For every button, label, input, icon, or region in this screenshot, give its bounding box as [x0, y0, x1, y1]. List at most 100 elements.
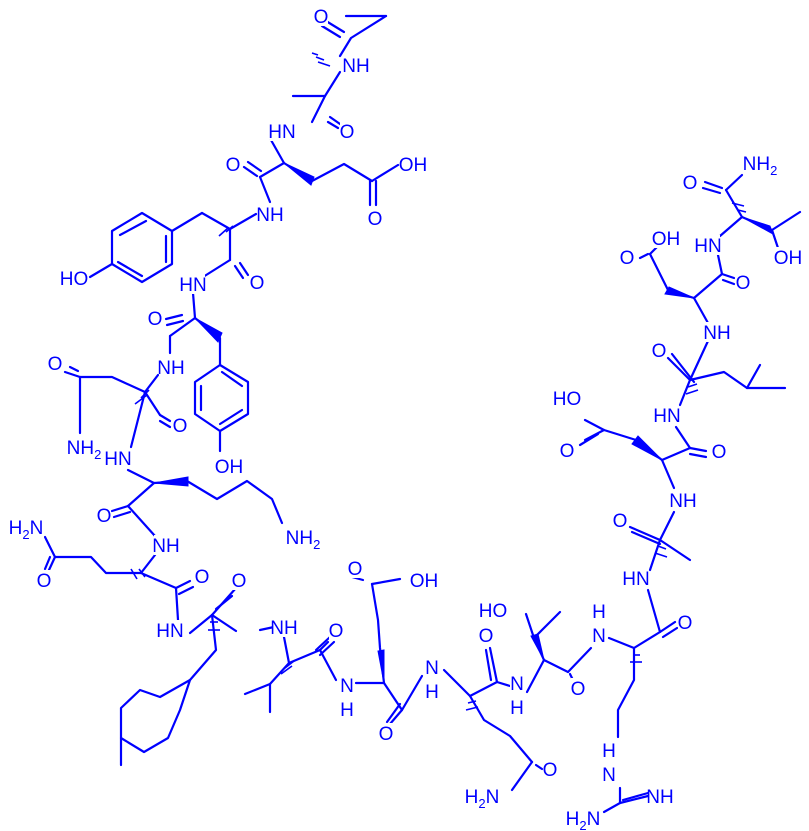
- atom-label-glu2-acid-o: O: [368, 209, 383, 230]
- atom-knockout: [258, 204, 282, 224]
- atom-label-tyr4-nh: HN: [179, 275, 206, 296]
- atom-knockout: [181, 274, 205, 294]
- atom-label-asp17-acid-o: O: [620, 248, 635, 269]
- atom-label-glu15-acid-oh: HO: [553, 389, 582, 410]
- atom-knockout: [226, 154, 240, 174]
- atom-label-tyr8-nh: HN: [156, 621, 183, 642]
- atom-knockout: [66, 437, 102, 457]
- atom-knockout: [425, 657, 439, 677]
- atom-knockout: [652, 340, 666, 360]
- atom-label-tyr3-nh: NH: [256, 205, 283, 226]
- atom-gln7-carbonyl-o: O: [195, 566, 209, 588]
- atom-knockout: [696, 235, 720, 255]
- atom-glu10-carbonyl-o: O: [379, 723, 394, 745]
- atom-thr12-nh-h: H: [510, 697, 524, 719]
- atom-tyr4-nh: HN: [179, 274, 207, 296]
- atom-label-glu10-acid-o: O: [348, 559, 363, 580]
- atom-lys6-carbonyl-o: O: [97, 505, 112, 527]
- atom-label-acetyl-carbonyl-o: O: [314, 7, 329, 28]
- atom-knockout: [173, 415, 187, 435]
- atom-gln7-amide-nh2: H2N: [8, 517, 44, 542]
- atom-label-thr18-nh: HN: [694, 236, 721, 257]
- atom-label-lys6-carbonyl-o: O: [97, 506, 112, 527]
- atom-label-arg13-carbonyl-o: O: [678, 613, 693, 634]
- atom-glu15-acid-oh: HO: [553, 388, 582, 410]
- atom-label-tyr3-ring-oh: HO: [60, 269, 89, 290]
- atom-knockout: [571, 678, 585, 698]
- atom-ala14-carbonyl-o: O: [613, 510, 628, 532]
- atom-asp17-acid-o: O: [620, 247, 635, 269]
- atom-arg13-guanidine-nh: H: [602, 740, 616, 762]
- atom-label-thr12-oh: HO: [479, 601, 508, 622]
- atom-asp17-carbonyl-o: O: [736, 272, 750, 294]
- atom-label-gln7-nh: NH: [152, 536, 179, 557]
- atom-knockout: [655, 405, 679, 425]
- atom-glu2-carbonyl-o: O: [226, 154, 241, 176]
- atom-knockout: [314, 6, 328, 26]
- atom-glu10-acid-o: O: [348, 558, 363, 580]
- atom-ala14-nh: HN: [622, 568, 650, 590]
- atom-glu2-acid-o: O: [368, 208, 383, 230]
- atom-lys6-amine-nh2: NH2: [285, 527, 321, 552]
- atom-knockout: [479, 625, 493, 645]
- atom-knockout: [425, 681, 439, 701]
- atom-leu16-carbonyl-o: O: [652, 340, 666, 362]
- atom-knockout: [712, 441, 726, 461]
- atom-label-glu10-acid-oh: OH: [410, 571, 439, 592]
- atom-label-glu15-acid-o: O: [560, 441, 575, 462]
- atom-knockout: [654, 228, 678, 248]
- atom-knockout: [379, 723, 393, 743]
- atom-knockout: [671, 490, 695, 510]
- atom-label-ala1-nh: NH: [342, 56, 369, 77]
- atom-label-arg13-guanidine-nh-n: N: [602, 765, 616, 786]
- atom-tyr3-nh: NH: [256, 204, 284, 226]
- atom-label-asn5-amide-o: O: [48, 354, 63, 375]
- atom-tyr8-carbonyl-o: O: [232, 570, 247, 592]
- atom-knockout: [705, 322, 729, 342]
- atom-knockout: [62, 268, 86, 288]
- atom-label-glu15-nh: NH: [669, 491, 696, 512]
- atom-knockout: [195, 566, 209, 586]
- atom-label-ala14-nh: HN: [622, 569, 649, 590]
- atom-thr18-amide-o: O: [683, 172, 698, 194]
- atom-label-glu2-carbonyl-o: O: [226, 155, 241, 176]
- atom-label-arg13-guanidine-nh: H: [602, 741, 616, 762]
- atom-label-asn5-nh: NH: [157, 358, 184, 379]
- atom-label-thr12-nh-h: H: [510, 698, 524, 719]
- atom-label-glu15-carbonyl-o: O: [712, 442, 727, 463]
- atom-knockout: [232, 570, 246, 590]
- atom-knockout: [592, 625, 606, 645]
- atom-knockout: [565, 808, 601, 828]
- atom-tyr8-nh: HN: [156, 620, 184, 642]
- atom-label-thr18-oh: OH: [774, 248, 803, 269]
- atom-thr12-oh: HO: [479, 600, 508, 622]
- atom-label-gln11-amide-nh2: H2N: [465, 787, 500, 811]
- atom-label-ala14-carbonyl-o: O: [613, 511, 628, 532]
- atom-gln7-nh: NH: [152, 535, 180, 557]
- atom-knockout: [510, 697, 524, 717]
- atom-label-tyr8-carbonyl-o: O: [232, 571, 247, 592]
- atom-label-asp17-nh: NH: [703, 323, 730, 344]
- atom-thr12-nh: N: [510, 673, 524, 695]
- atom-knockout: [602, 740, 616, 760]
- atom-gln11-nh-h: H: [425, 681, 439, 703]
- atom-label-glu10-carbonyl-o: O: [379, 724, 394, 745]
- atom-label-lys6-amine-nh2: NH2: [286, 528, 321, 552]
- atom-asn5-amide-o: O: [48, 353, 63, 375]
- atom-gln11-amide-o: O: [543, 759, 558, 781]
- atom-gln7-amide-o: O: [37, 570, 51, 592]
- atom-label-leu16-nh: HN: [653, 406, 680, 427]
- atom-knockout: [8, 517, 44, 537]
- atom-label-thr18-amide-o: O: [683, 173, 698, 194]
- stereo-wedges: [153, 162, 774, 684]
- atom-knockout: [368, 208, 382, 228]
- atom-glu15-nh: NH: [669, 490, 697, 512]
- atom-label-leu9-nh: NH: [270, 618, 297, 639]
- atom-label-gln11-amide-o: O: [543, 760, 558, 781]
- atom-glu2-nh: HN: [268, 121, 296, 143]
- atom-knockout: [613, 510, 627, 530]
- atom-label-asn5-amide-nh2: NH2: [67, 438, 102, 462]
- atom-label-tyr3-carbonyl-o: O: [250, 273, 265, 294]
- atom-label-glu10-nh: N: [340, 676, 354, 697]
